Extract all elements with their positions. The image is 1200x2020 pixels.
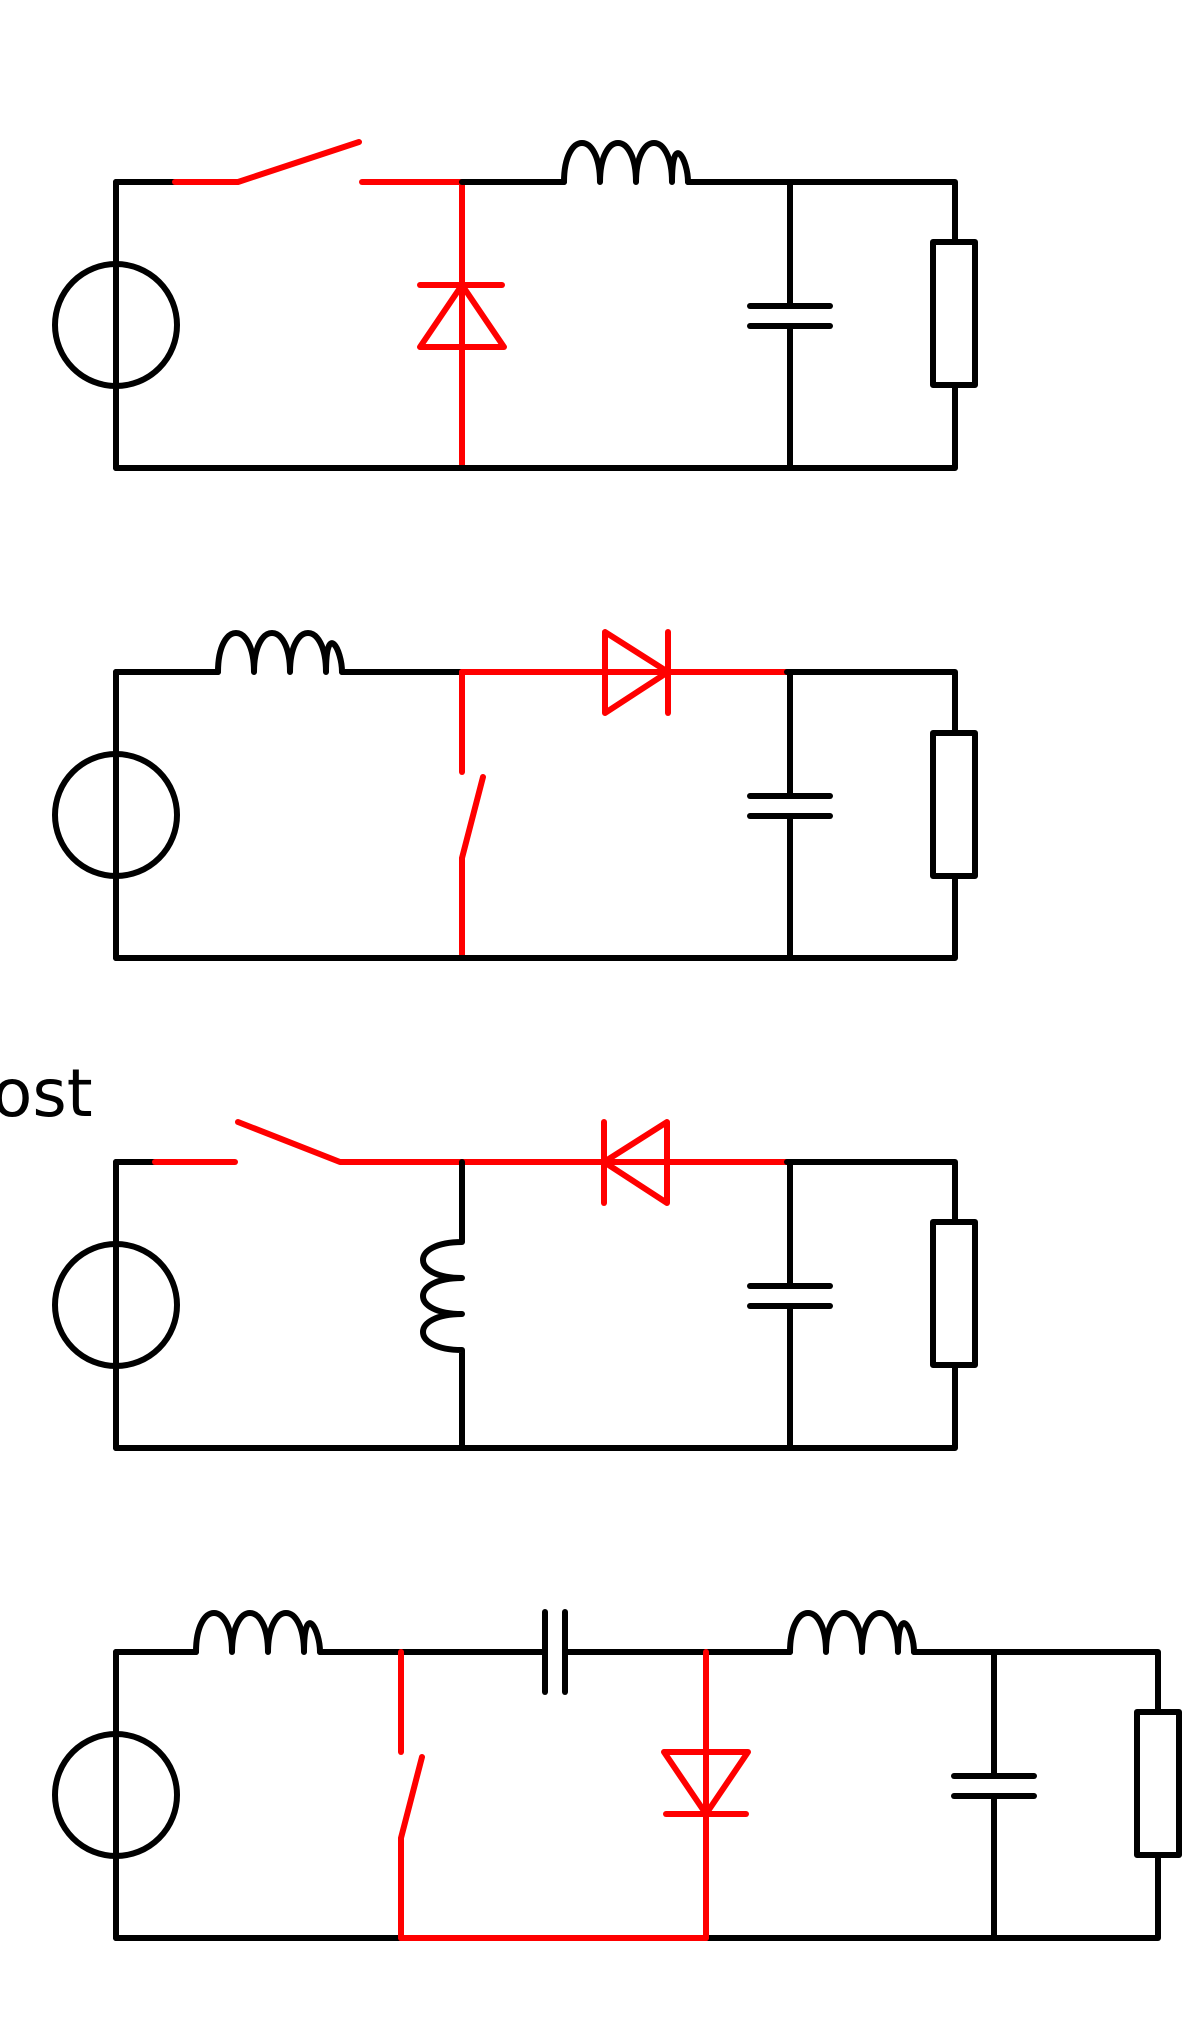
wire-loop [113,1159,958,1451]
circuit-2 [52,629,978,961]
resistor-icon [930,1219,978,1368]
voltage-source-icon [52,179,180,471]
resistor-icon [930,730,978,879]
capacitor-icon [747,669,833,961]
inductor-2-icon [787,1610,917,1655]
switch-icon [172,139,465,185]
diode-icon [661,1649,751,1941]
capacitor-icon [747,179,833,471]
circuit-4 [52,1609,1182,1941]
circuit-1 [52,139,978,471]
inductor-icon [561,140,691,185]
inductor-icon [215,630,345,675]
circuit-label-fragment: ost [0,1055,93,1132]
diode-icon [459,1119,790,1206]
diode-icon [459,629,790,716]
resistor-icon [1134,1709,1182,1858]
switch-icon [398,1649,425,1941]
inductor-1-icon [193,1610,323,1655]
voltage-source-icon [52,669,180,961]
capacitor-icon [951,1649,1037,1941]
capacitor-icon [747,1159,833,1451]
inductor-icon [420,1159,465,1451]
voltage-source-icon [52,1649,180,1941]
diode-icon [417,179,507,471]
switch-icon [152,1119,465,1165]
wire-loop [113,669,958,961]
wire-loop [113,179,958,471]
voltage-source-icon [52,1159,180,1451]
circuit-3 [52,1119,978,1451]
resistor-icon [930,239,978,388]
switch-icon [459,669,486,961]
